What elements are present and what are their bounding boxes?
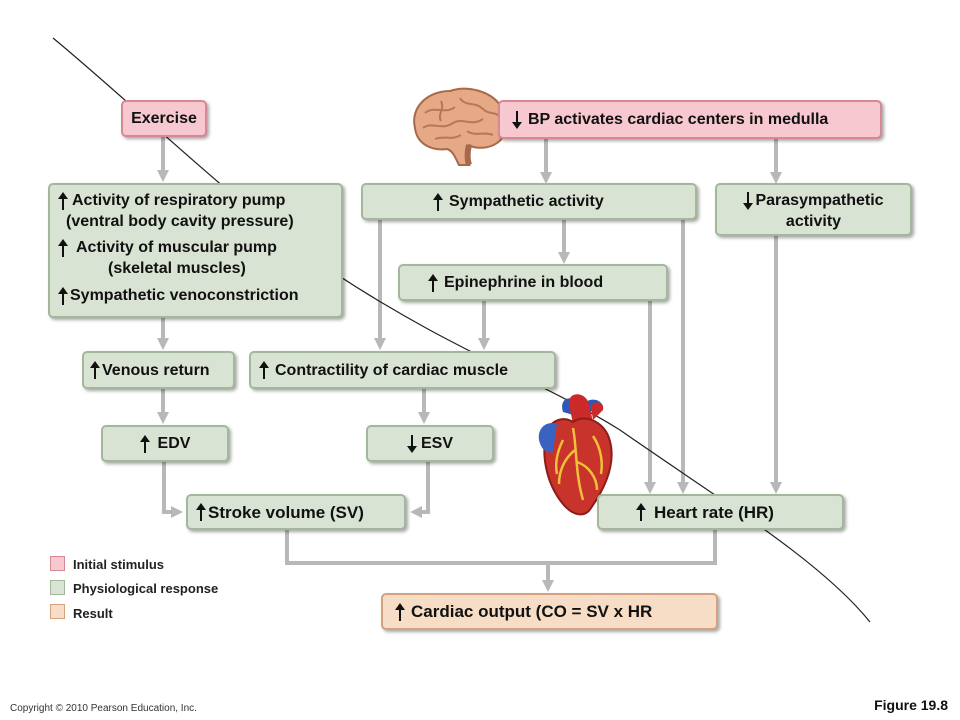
contractility-box: Contractility of cardiac muscle — [249, 351, 556, 389]
legend-label-physiological: Physiological response — [73, 581, 219, 596]
heart-rate-label: Heart rate (HR) — [654, 502, 774, 522]
up-arrow-icon — [58, 238, 68, 257]
parasympathetic-box: Parasympathetic activity — [715, 183, 912, 236]
legend-swatch-physiological — [50, 580, 65, 595]
up-arrow-icon — [428, 273, 438, 292]
sympathetic-label: Sympathetic activity — [449, 193, 604, 210]
muscular-pump-line: Activity of muscular pump — [58, 237, 341, 258]
respiratory-pump-line: Activity of respiratory pump — [58, 190, 341, 211]
muscular-pump-label: Activity of muscular pump — [76, 239, 277, 256]
down-arrow-icon — [512, 110, 522, 129]
up-arrow-icon — [139, 434, 150, 453]
cardiac-output-box: Cardiac output (CO = SV x HR — [381, 593, 718, 630]
venoconstriction-label: Sympathetic venoconstriction — [70, 287, 299, 304]
esv-label: ESV — [420, 435, 453, 452]
copyright-text: Copyright © 2010 Pearson Education, Inc. — [10, 703, 197, 714]
respiratory-muscular-box: Activity of respiratory pump (ventral bo… — [48, 183, 343, 318]
figure-label: Figure 19.8 — [874, 697, 948, 713]
stroke-volume-label: Stroke volume (SV) — [208, 502, 364, 522]
heart-icon — [538, 394, 613, 516]
parasympathetic-sublabel: activity — [785, 213, 842, 230]
down-arrow-icon — [743, 191, 754, 210]
legend-label-initial: Initial stimulus — [73, 557, 165, 572]
respiratory-pump-sublabel: (ventral body cavity pressure) — [66, 213, 294, 230]
parasympathetic-label: Parasympathetic — [755, 192, 884, 209]
venoconstriction-line: Sympathetic venoconstriction — [58, 285, 341, 306]
contractility-label: Contractility of cardiac muscle — [275, 361, 508, 379]
venous-return-label: Venous return — [102, 361, 210, 379]
up-arrow-icon — [433, 192, 443, 211]
bp-box: BP activates cardiac centers in medulla — [498, 100, 882, 139]
up-arrow-icon — [90, 361, 100, 379]
edv-box: EDV — [101, 425, 229, 462]
up-arrow-icon — [636, 503, 646, 521]
edv-label: EDV — [157, 435, 191, 452]
cardiac-output-label: Cardiac output (CO = SV x HR — [411, 602, 653, 621]
venous-return-box: Venous return — [82, 351, 235, 389]
brain-icon — [413, 87, 509, 166]
legend-label-result: Result — [73, 606, 113, 621]
exercise-label: Exercise — [131, 110, 197, 127]
exercise-box: Exercise — [121, 100, 207, 137]
legend-swatch-result — [50, 604, 65, 619]
up-arrow-icon — [259, 361, 269, 379]
up-arrow-icon — [395, 602, 405, 621]
up-arrow-icon — [58, 191, 68, 210]
legend-swatch-initial — [50, 556, 65, 571]
heart-rate-box: Heart rate (HR) — [597, 494, 844, 530]
parasympathetic-line: Parasympathetic — [717, 190, 910, 211]
bp-label: BP activates cardiac centers in medulla — [528, 111, 829, 128]
esv-box: ESV — [366, 425, 494, 462]
respiratory-pump-label: Activity of respiratory pump — [72, 192, 286, 209]
up-arrow-icon — [196, 503, 206, 521]
muscular-pump-sublabel: (skeletal muscles) — [108, 260, 246, 277]
stroke-volume-box: Stroke volume (SV) — [186, 494, 406, 530]
sympathetic-box: Sympathetic activity — [361, 183, 697, 220]
up-arrow-icon — [58, 286, 68, 305]
epinephrine-box: Epinephrine in blood — [398, 264, 668, 301]
epinephrine-label: Epinephrine in blood — [444, 274, 604, 291]
down-arrow-icon — [406, 434, 417, 453]
